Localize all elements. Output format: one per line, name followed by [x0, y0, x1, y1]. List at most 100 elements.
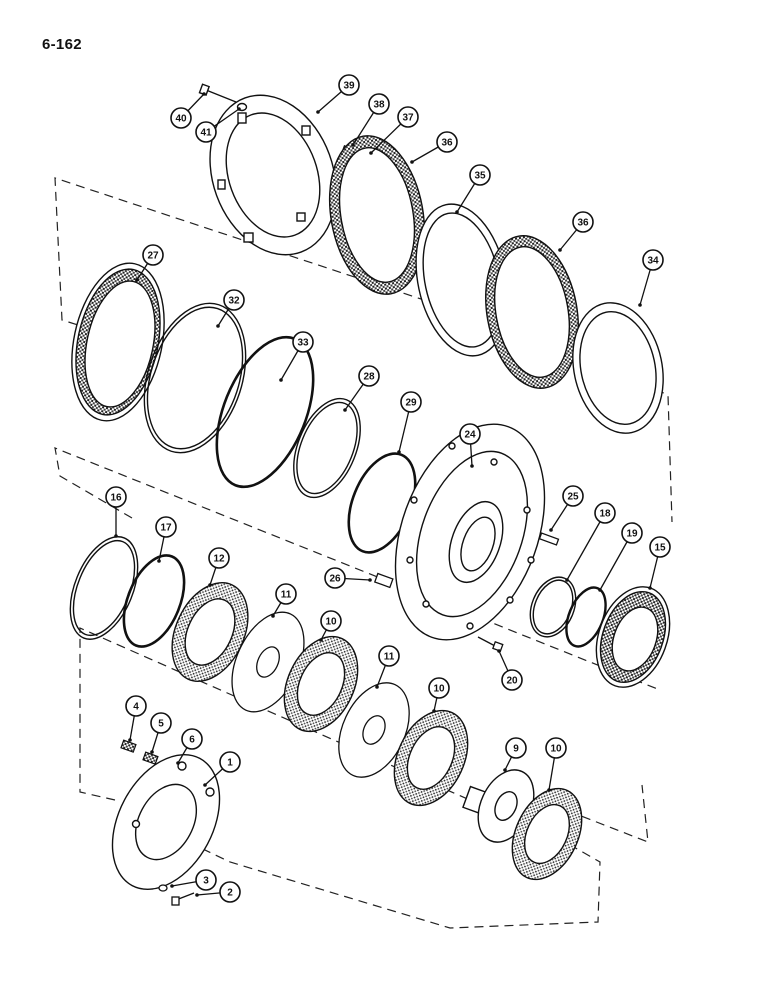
callout-arrowhead-34: [638, 303, 642, 307]
o-ring-33: [215, 335, 315, 489]
callout-balloon-4: [125, 695, 147, 717]
callout-balloon-11: [275, 583, 297, 605]
callout-label-16: 16: [110, 493, 122, 504]
callout-label-17: 17: [160, 523, 172, 534]
callout-arrowhead-29: [397, 450, 401, 454]
callout-label-34: 34: [647, 256, 659, 267]
seal-ring-28: [293, 397, 361, 499]
callout-arrowhead-12: [208, 583, 212, 587]
callout-label-40: 40: [175, 114, 187, 125]
callout-arrowhead-6: [176, 761, 180, 765]
bolt-2: [171, 892, 195, 906]
callout-arrowhead-15: [648, 586, 652, 590]
callout-label-29: 29: [405, 398, 417, 409]
callout-arrowhead-19: [598, 588, 602, 592]
separator-plate-34: [572, 302, 664, 434]
callout-balloon-11: [378, 645, 400, 667]
callout-label-11: 11: [384, 652, 395, 663]
callout-arrowhead-41: [237, 107, 241, 111]
callout-balloon-12: [208, 547, 230, 569]
friction-disc-10-second: [393, 709, 469, 807]
dowel-pin-26: [373, 572, 394, 589]
callout-label-20: 20: [506, 676, 518, 687]
callout-balloon-16: [105, 486, 127, 508]
separator-plate-11-lower: [338, 682, 410, 778]
callout-label-27: 27: [147, 251, 159, 262]
callout-arrowhead-18: [565, 578, 569, 582]
callout-arrowhead-1: [203, 783, 207, 787]
callout-arrowhead-3: [170, 884, 174, 888]
piston-15: [595, 586, 671, 688]
callout-balloon-10: [428, 677, 450, 699]
callout-arrowhead-20: [497, 649, 501, 653]
callout-balloon-10: [320, 610, 342, 632]
callout-label-41: 41: [200, 128, 212, 139]
callout-arrowhead-11: [375, 685, 379, 689]
callout-label-28: 28: [363, 372, 375, 383]
center-housing-24: [394, 423, 546, 641]
callout-arrowhead-28: [343, 408, 347, 412]
callout-label-15: 15: [654, 543, 666, 554]
callout-balloon-33: [292, 331, 314, 353]
callout-label-2: 2: [227, 888, 233, 899]
callout-label-36: 36: [441, 138, 453, 149]
callout-label-10: 10: [433, 684, 445, 695]
callout-label-9: 9: [513, 744, 519, 755]
dowel-pin-25: [538, 532, 560, 546]
callout-balloon-5: [150, 712, 172, 734]
callout-leader-18: [566, 512, 606, 581]
piston-27: [71, 262, 165, 422]
bolt-20: [477, 636, 504, 652]
callout-balloon-25: [562, 485, 584, 507]
callout-label-5: 5: [158, 719, 164, 730]
callout-group: 3940413837363536342732332829242518191516…: [105, 74, 671, 903]
friction-disc-10-third: [511, 787, 583, 881]
callout-label-11: 11: [281, 590, 292, 601]
callout-arrowhead-35: [455, 210, 459, 214]
callout-balloon-37: [397, 106, 419, 128]
callout-balloon-35: [469, 164, 491, 186]
callout-arrowhead-27: [135, 278, 139, 282]
callout-arrowhead-10: [319, 638, 323, 642]
callout-arrowhead-24: [470, 464, 474, 468]
callout-label-18: 18: [599, 509, 611, 520]
callout-arrowhead-2: [195, 893, 199, 897]
callout-arrowhead-32: [216, 324, 220, 328]
spring-5: [142, 751, 159, 765]
callout-label-39: 39: [343, 81, 355, 92]
callout-arrowhead-4: [128, 738, 132, 742]
washer-3: [158, 884, 168, 892]
callout-balloon-2: [219, 881, 241, 903]
callout-arrowhead-33: [279, 378, 283, 382]
callout-label-38: 38: [373, 100, 385, 111]
callout-arrowhead-38: [351, 143, 355, 147]
callout-label-32: 32: [228, 296, 240, 307]
callout-label-10: 10: [325, 617, 337, 628]
callout-arrowhead-37: [369, 151, 373, 155]
callout-arrowhead-40: [202, 92, 206, 96]
seal-ring-18: [529, 576, 577, 638]
callout-arrowhead-36: [558, 248, 562, 252]
callout-arrowhead-5: [150, 750, 154, 754]
callout-label-24: 24: [464, 430, 476, 441]
callout-balloon-34: [642, 249, 664, 271]
callout-balloon-15: [649, 536, 671, 558]
callout-label-4: 4: [133, 702, 139, 713]
callout-balloon-20: [501, 669, 523, 691]
callout-label-33: 33: [297, 338, 309, 349]
callout-arrowhead-26: [368, 578, 372, 582]
callout-label-10: 10: [550, 744, 562, 755]
friction-disc-36-upper: [328, 135, 426, 295]
callout-label-25: 25: [567, 492, 579, 503]
callout-balloon-9: [505, 737, 527, 759]
callout-arrowhead-10: [432, 709, 436, 713]
callout-arrowhead-9: [503, 768, 507, 772]
o-ring-17: [122, 554, 186, 648]
callout-label-19: 19: [626, 529, 638, 540]
rear-housing-1: [111, 754, 221, 890]
callout-balloon-19: [621, 522, 643, 544]
callout-leader-19: [599, 532, 633, 591]
friction-disc-36-lower: [485, 235, 579, 389]
callout-balloon-18: [594, 502, 616, 524]
callout-balloon-29: [400, 391, 422, 413]
